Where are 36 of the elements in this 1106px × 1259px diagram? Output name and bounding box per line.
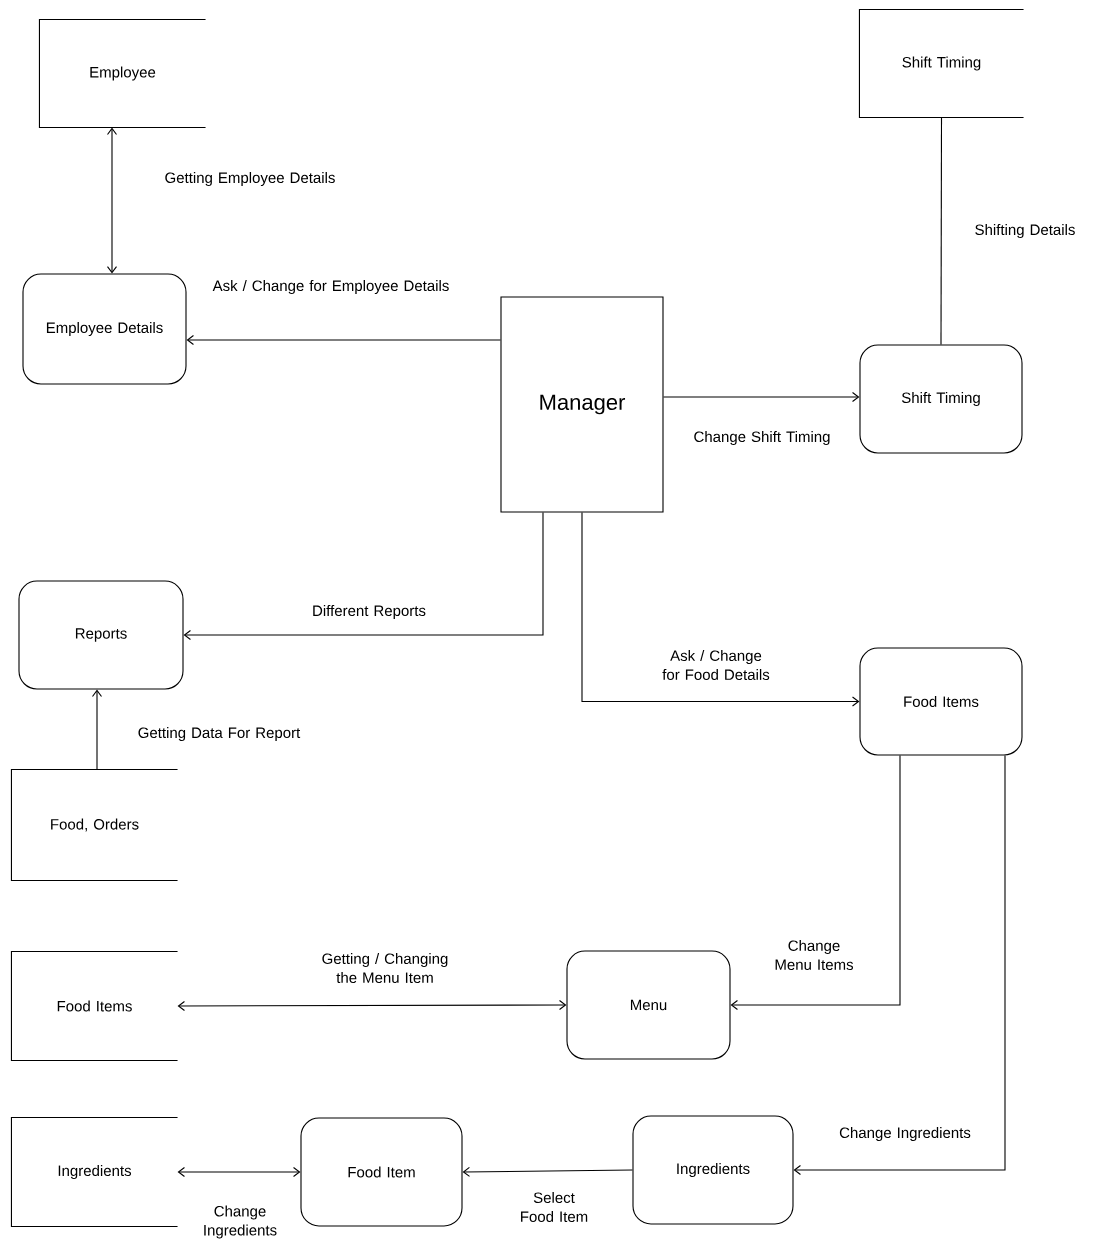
edge-label: Change Shift Timing — [694, 431, 830, 445]
arrow — [177, 1000, 567, 1012]
edge-label: Shifting Details — [975, 224, 1075, 238]
process-box: Shift Timing — [859, 344, 1023, 454]
arrow — [793, 755, 1006, 1176]
edge-label: Different Reports — [313, 605, 426, 619]
edge-label: Ask / Change for Employee Details — [212, 280, 449, 294]
process-box: Food Item — [300, 1117, 463, 1227]
arrow — [106, 127, 118, 274]
edge-label: Ask / Change for Food Details — [662, 650, 770, 680]
process-box: Ingredients — [632, 1115, 794, 1225]
arrow — [581, 512, 860, 707]
arrow — [663, 391, 860, 403]
edge-label: Change Ingredients — [839, 1127, 971, 1141]
data-store: Employee — [38, 18, 207, 129]
edge-label: Getting Data For Report — [138, 727, 301, 741]
arrow — [462, 1166, 633, 1177]
edge-label: Change Ingredients — [204, 1205, 277, 1239]
arrow — [730, 755, 901, 1011]
data-store: Food, Orders — [10, 768, 179, 882]
arrow — [91, 689, 103, 770]
process-box: Menu — [566, 950, 731, 1060]
entity-box: Manager — [500, 296, 664, 513]
process-box: Reports — [18, 580, 184, 690]
arrow — [183, 512, 544, 641]
process-box: Food Items — [859, 647, 1023, 756]
data-store: Food Items — [10, 950, 179, 1062]
data-store: Shift Timing — [858, 8, 1025, 119]
data-store: Ingredients — [10, 1116, 179, 1228]
process-box: Employee Details — [22, 273, 187, 385]
arrow — [186, 334, 501, 346]
arrow — [177, 1166, 301, 1178]
edge-label: Getting Employee Details — [165, 172, 335, 186]
edge-label: Select Food Item — [521, 1192, 588, 1222]
edge-label: Getting / Changing the Menu Item — [322, 953, 448, 983]
edge-label: Change Menu Items — [775, 940, 854, 970]
